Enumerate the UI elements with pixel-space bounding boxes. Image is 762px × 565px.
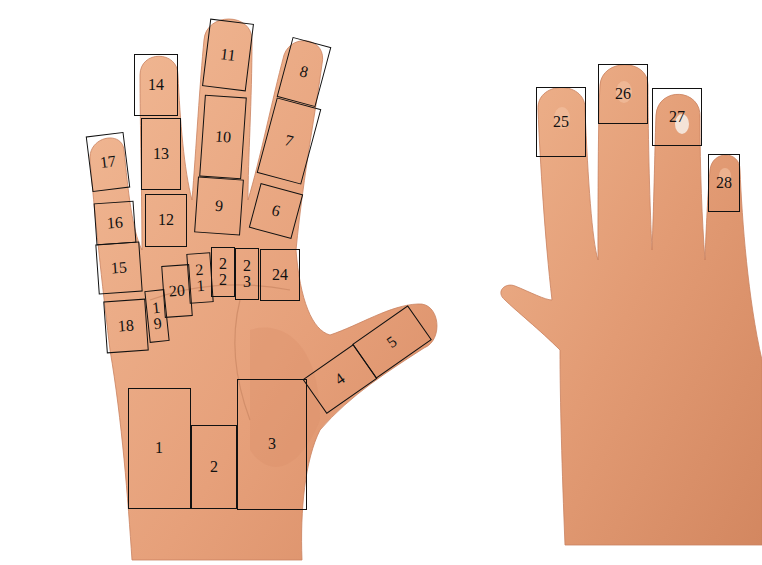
region-number: 3: [268, 435, 276, 453]
region-number: 2: [210, 458, 218, 476]
region-number: 1: [155, 439, 163, 457]
region-number: 9: [214, 197, 223, 215]
region-number: 5: [384, 332, 401, 351]
region-box: 14: [134, 54, 178, 116]
region-box: 2: [191, 425, 237, 509]
region-number: 13: [153, 145, 169, 163]
region-box: 27: [652, 88, 702, 146]
region-box: 1: [128, 388, 191, 509]
region-box: 26: [598, 64, 648, 124]
region-number: 23: [243, 258, 252, 290]
region-number: 11: [219, 45, 236, 64]
region-box: 9: [194, 176, 244, 235]
region-number: 7: [283, 131, 295, 150]
region-number: 21: [194, 262, 205, 295]
back-hand: [501, 65, 762, 545]
region-number: 15: [110, 259, 127, 278]
region-number: 4: [332, 369, 349, 388]
region-number: 27: [669, 108, 685, 126]
region-number: 22: [219, 256, 228, 288]
region-box: 11: [202, 19, 254, 92]
region-box: 16: [94, 201, 137, 246]
region-number: 14: [148, 76, 164, 94]
region-box: 21: [186, 252, 213, 304]
region-box: 15: [95, 242, 142, 295]
region-number: 6: [270, 201, 282, 220]
region-number: 18: [117, 317, 134, 336]
region-box: 17: [86, 132, 131, 192]
region-box: 3: [237, 379, 307, 510]
region-box: 12: [145, 194, 187, 247]
region-box: 22: [211, 247, 235, 297]
region-box: 6: [249, 183, 303, 239]
region-box: 8: [277, 37, 332, 107]
palm-hand: [90, 19, 437, 560]
region-box: 23: [235, 248, 259, 300]
region-box: 25: [536, 87, 586, 157]
region-number: 25: [553, 113, 569, 131]
region-box: 4: [303, 344, 378, 414]
region-box: 20: [161, 264, 193, 318]
thumb-mound: [250, 328, 320, 467]
region-box: 19: [144, 289, 169, 343]
region-box: 28: [708, 154, 740, 212]
region-number: 20: [168, 282, 185, 301]
region-number: 24: [272, 266, 288, 284]
region-number: 12: [158, 211, 174, 229]
region-number: 26: [615, 85, 631, 103]
region-box: 24: [260, 249, 300, 301]
region-box: 18: [103, 299, 149, 354]
region-number: 8: [298, 62, 310, 81]
region-number: 19: [151, 300, 163, 333]
region-number: 16: [106, 214, 123, 233]
region-number: 28: [716, 174, 732, 192]
region-box: 7: [257, 97, 322, 184]
region-box: 10: [199, 95, 247, 180]
region-box: 13: [141, 118, 181, 190]
region-box: 5: [352, 305, 432, 378]
fingernail: [616, 81, 632, 103]
region-number: 10: [214, 128, 231, 147]
region-number: 17: [99, 152, 117, 171]
